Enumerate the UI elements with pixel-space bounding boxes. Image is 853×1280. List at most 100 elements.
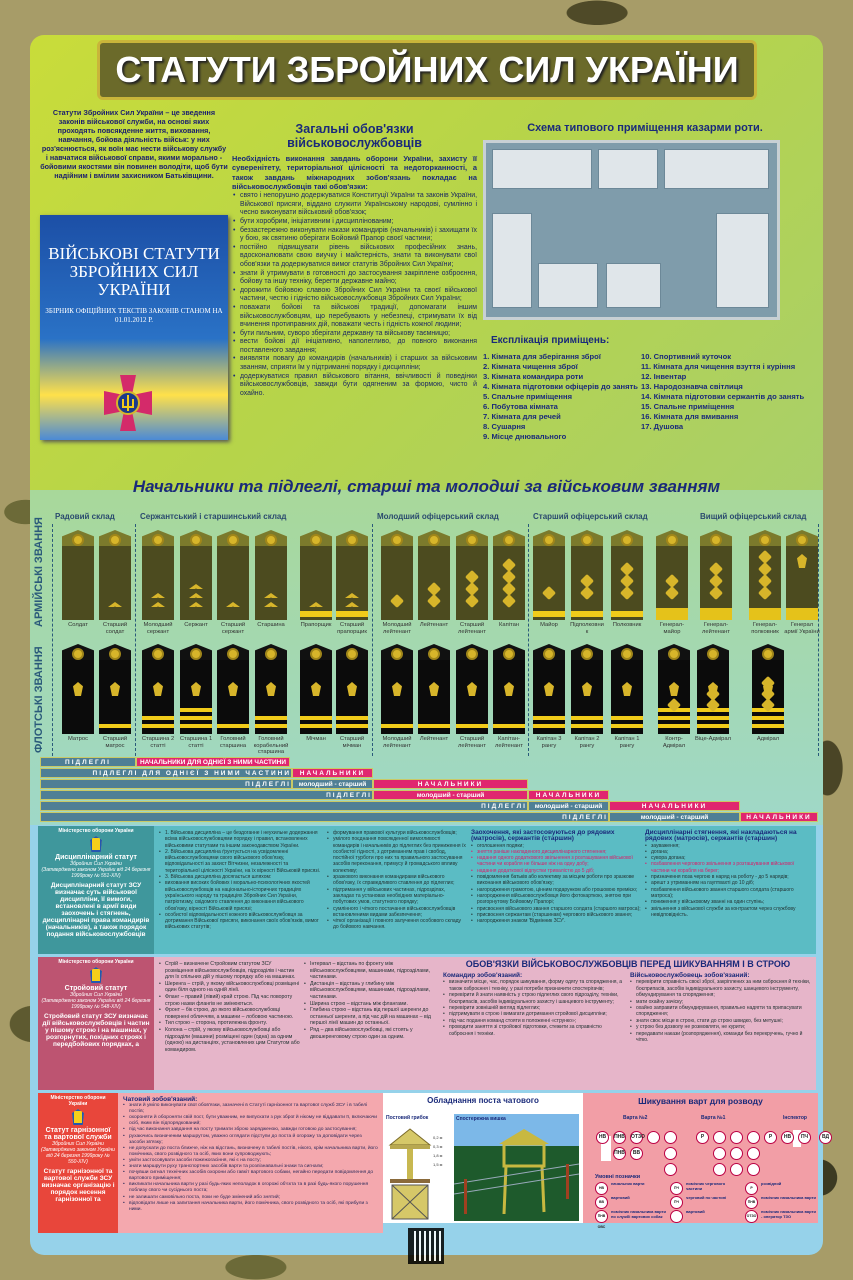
duty-item: додержуватися правил військового вітання… [232, 373, 477, 399]
guard-position-icon [664, 1131, 677, 1144]
list-item: позбавлення чергового звільнення з розта… [645, 861, 813, 874]
statute-law: (Затверджено законом України від 24 бере… [41, 1147, 115, 1165]
list-item: оголошення подяки; [471, 843, 641, 850]
emblem-icon [346, 648, 358, 660]
army-ranks-label: АРМІЙСЬКІ ЗВАННЯ [33, 517, 45, 627]
emblem-icon [621, 534, 633, 546]
room-item: 1. Кімната для зберігання зброї [483, 352, 601, 361]
list-item: підтримання у військових частинах, підро… [327, 887, 467, 906]
stripe-icon [533, 611, 565, 617]
chevron-icon [338, 593, 366, 603]
shoulder-board [418, 530, 450, 620]
discipline-col-1: 1. Військова дисципліна – це бездоганне … [159, 830, 323, 931]
explication-title: Експлікація приміщень: [491, 335, 610, 346]
duty-item: бути хоробрим, ініціативним і дисципліно… [232, 218, 477, 227]
list-item: позбавлення військового звання старшого … [645, 887, 813, 900]
guard-position-icon [747, 1163, 760, 1176]
shoulder-board [381, 644, 413, 734]
list-item: уміти застосовувати засоби пожежогасіння… [123, 1158, 378, 1164]
guard-position-icon: ПЧ [798, 1131, 811, 1144]
stripe-icon [571, 724, 603, 728]
room-item: 13. Народознавча світлиця [641, 382, 743, 391]
shoulder-board [533, 644, 565, 734]
statute-forces: Збройних Сил України [70, 861, 122, 867]
room-item: 14. Кімната підготовки сержантів до заня… [641, 392, 805, 401]
shoulder-board [571, 530, 603, 620]
board-body [217, 546, 249, 620]
trident-icon [708, 682, 718, 696]
trident-icon [73, 682, 83, 696]
board-body [533, 546, 565, 620]
stripe-icon [571, 611, 603, 617]
rank-name: Солдат [68, 622, 88, 628]
scheme-room [716, 213, 769, 308]
emblem-icon [109, 534, 121, 546]
legend-label: вартовий [686, 1209, 705, 1214]
shoulder-board [381, 530, 413, 620]
stripe-icon [658, 724, 690, 728]
trident-icon [347, 682, 357, 696]
duty-item: постійно підвищувати рівень військових п… [232, 244, 477, 270]
list-item: знати й уміло виконувати свої обов'язки,… [123, 1103, 378, 1115]
list-item: чіткої організації і повного залучення о… [327, 918, 467, 931]
rank-name: Сержант [184, 622, 208, 628]
chevron-icon [338, 602, 366, 612]
list-item: Глибина строю – відстань від першої шере… [304, 1007, 439, 1027]
guard-position-icon: Р [696, 1131, 709, 1144]
emblem-icon [346, 534, 358, 546]
flag-marker [601, 1136, 611, 1161]
guard-position-icon [664, 1163, 677, 1176]
list-item: мати охайну зачіску; [630, 999, 813, 1006]
list-item: 2. Військова дисципліна ґрунтується на у… [159, 849, 323, 874]
relation-junior-senior: молодший - старший [528, 801, 609, 811]
mushroom-label: Постовий грибок [386, 1115, 429, 1121]
inspector-label: Інспектор [783, 1115, 807, 1121]
board-body [99, 546, 131, 620]
legend-symbol-icon: ОТЗО [745, 1210, 758, 1223]
emblem-icon [428, 534, 440, 546]
relation-subordinates-unit: ПІДЛЕГЛІ ДЛЯ ОДНІЄЇ З НИМИ ЧАСТИНИ [40, 768, 292, 778]
relation-subordinates: ПІДЛЕГЛІ [40, 812, 609, 822]
board-body [99, 660, 131, 734]
relation-junior-senior: молодший - старший [609, 812, 740, 822]
trident-icon [266, 682, 276, 696]
stripe-icon [697, 724, 729, 728]
emblem-icon [466, 534, 478, 546]
guard-1-label: Варта №1 [701, 1115, 726, 1121]
shoulder-board [493, 530, 525, 620]
relation-chiefs: НАЧАЛЬНИКИ [609, 801, 740, 811]
ministry-label: Міністерство оборони України [50, 1095, 106, 1107]
guard-position-icon: ПНВ [613, 1147, 626, 1160]
divider [52, 524, 53, 756]
shoulder-board [217, 644, 249, 734]
board-body [255, 546, 287, 620]
ministry-label: Міністерство оборони України [58, 959, 134, 965]
list-item: перевірити зовнішній вигляд підлеглих; [443, 1005, 626, 1012]
emblem-icon [503, 534, 515, 546]
guard-position-icon [664, 1147, 677, 1160]
trident-icon [582, 682, 592, 696]
dim: 0,3 м [433, 1144, 443, 1149]
group-senior-officers: Старший офіцерський склад [533, 512, 648, 521]
list-item: знати маршрути руху транспортних засобів… [123, 1164, 378, 1170]
guard-title: Шикування варт для розводу [638, 1096, 763, 1106]
list-item: відповідати лише на запитання начальника… [123, 1201, 378, 1213]
board-body [62, 660, 94, 734]
legend-title: Умовні позначки [595, 1174, 641, 1180]
list-item: Фланг – правий (лівий) край строю. Під ч… [159, 994, 301, 1007]
post-title: Обладнання поста чатового [427, 1096, 539, 1105]
shoulder-board [255, 530, 287, 620]
rank-name: Капітан 1 рангу [614, 736, 640, 749]
board-body [336, 546, 368, 620]
emblem-icon [621, 648, 633, 660]
emblem-icon [227, 534, 239, 546]
commander-duties-title: Командир зобов'язаний: [443, 972, 523, 979]
duty-item: знати й утримувати в готовності до засто… [232, 270, 477, 287]
rank-name: Майор [540, 622, 558, 628]
qr-code[interactable] [408, 1228, 444, 1264]
shoulder-board [142, 644, 174, 734]
chevron-icon [182, 584, 210, 594]
chevron-icon [302, 602, 330, 612]
list-item: Дистанція – відстань у глибину між війсь… [304, 981, 439, 1001]
trident-icon [110, 682, 120, 696]
